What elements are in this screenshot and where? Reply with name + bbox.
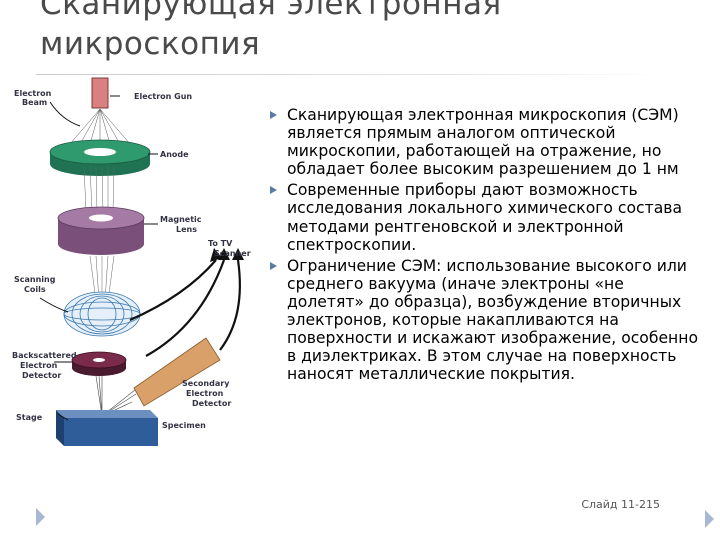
label-pointers	[39, 95, 158, 421]
sem-diagram: Electron Beam Electron Gun Anode Magneti…	[12, 77, 251, 446]
label-magnetic-lens-2: Lens	[176, 225, 197, 234]
label-secondary-2: Electron	[186, 389, 224, 398]
slide-title-line-2: микроскопия	[40, 26, 261, 62]
beam-lines	[83, 165, 115, 213]
label-backscattered-2: Electron	[20, 361, 58, 370]
label-secondary-3: Detector	[192, 399, 231, 408]
label-scanning-coils-2: Coils	[24, 285, 46, 294]
electron-gun	[91, 77, 109, 109]
bullet-arrow-icon	[270, 186, 277, 195]
bullet-item: Ограничение СЭМ: использование высокого …	[270, 257, 698, 384]
label-to-tv-1: To TV	[208, 239, 233, 248]
prev-slide-arrow-icon[interactable]	[36, 508, 45, 526]
label-anode: Anode	[160, 150, 189, 159]
backscattered-detector	[71, 351, 127, 376]
bullet-arrow-icon	[270, 111, 277, 119]
scanning-coils	[63, 291, 141, 337]
label-electron-gun: Electron Gun	[134, 92, 192, 101]
bullet-text: Современные приборы дают возможность исс…	[287, 181, 683, 254]
label-stage: Stage	[16, 413, 43, 422]
label-specimen: Specimen	[162, 421, 206, 430]
label-scanning-coils-1: Scanning	[14, 275, 56, 284]
slide-title: Сканирующая электронная микроскопия	[40, 0, 660, 64]
specimen-block	[56, 410, 158, 446]
label-backscattered-1: Backscattered	[12, 351, 77, 360]
title-separator	[36, 74, 666, 75]
bullet-text: Сканирующая электронная микроскопия (СЭМ…	[287, 106, 679, 179]
next-slide-arrow-icon[interactable]	[705, 510, 714, 528]
label-backscattered-3: Detector	[22, 371, 61, 380]
label-magnetic-lens-1: Magnetic	[160, 215, 202, 224]
label-electron-beam-2: Beam	[22, 98, 47, 107]
signal-arrowheads	[210, 248, 244, 262]
bullet-item: Сканирующая электронная микроскопия (СЭМ…	[270, 106, 698, 178]
label-secondary-1: Secondary	[182, 379, 230, 388]
slide-number: Слайд 11-215	[581, 498, 660, 511]
electron-beam-cone	[69, 108, 131, 145]
bullet-arrow-icon	[270, 261, 277, 270]
bullet-text: Ограничение СЭМ: использование высокого …	[287, 256, 698, 384]
bullet-item: Современные приборы дают возможность исс…	[270, 181, 698, 254]
slide-title-line-1: Сканирующая электронная	[40, 0, 502, 22]
secondary-detector	[133, 337, 221, 407]
label-to-tv-2: Scanner	[214, 249, 251, 258]
magnetic-lens	[57, 206, 145, 255]
bullet-list: Сканирующая электронная микроскопия (СЭМ…	[270, 106, 698, 386]
anode	[49, 139, 151, 176]
label-electron-beam-1: Electron	[14, 89, 52, 98]
signal-arrows	[129, 259, 241, 357]
